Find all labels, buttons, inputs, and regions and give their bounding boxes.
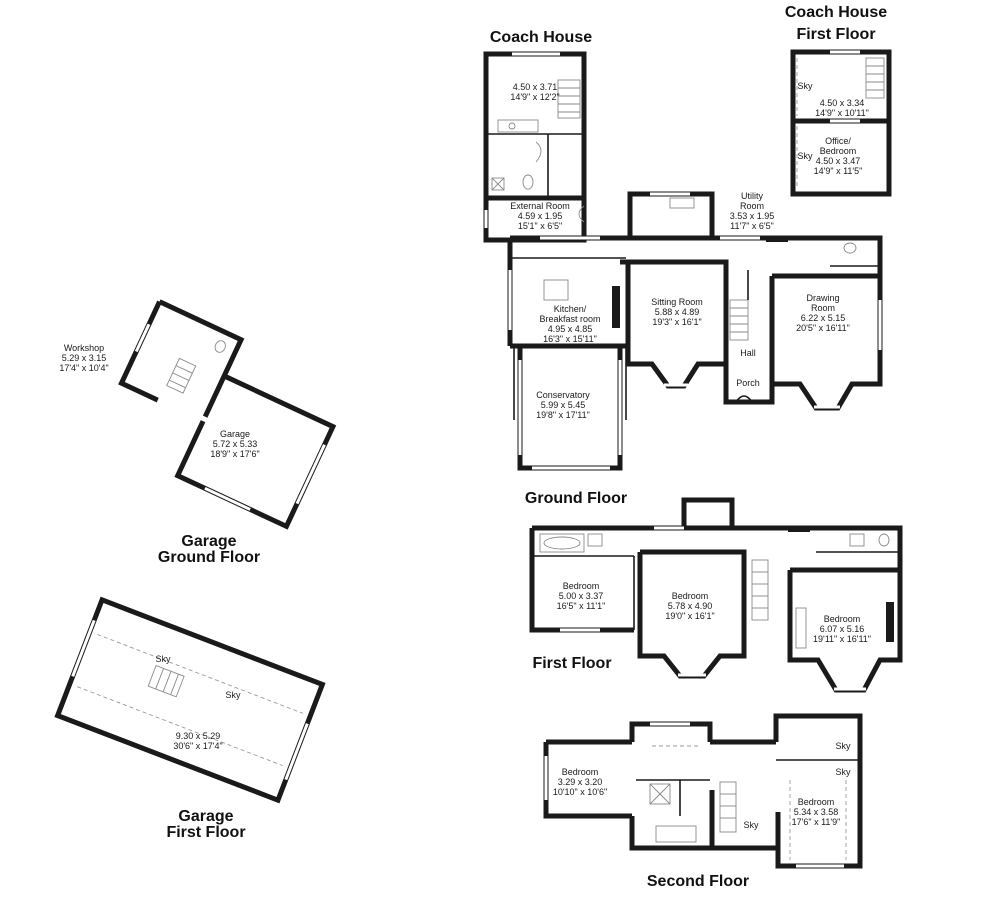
floor-title: First Floor [166, 824, 245, 841]
room-label: Conservatory [536, 390, 590, 400]
room-label: Utility [741, 191, 763, 201]
room-label: Bedroom [798, 797, 835, 807]
room-label: External Room [510, 201, 570, 211]
room-label: Breakfast room [539, 314, 600, 324]
floor-title: Ground Floor [158, 549, 260, 566]
second-floor-plan [543, 713, 863, 869]
room-label: 5.99 x 5.45 [541, 400, 586, 410]
ground-floor-plan [507, 191, 883, 471]
floor-title: Ground Floor [525, 490, 627, 507]
first-floor-plan [529, 497, 903, 693]
room-label: 19'0" x 16'1" [665, 611, 714, 621]
skylight-label: Sky [743, 820, 759, 830]
skylight-label: Sky [797, 81, 813, 91]
room-label: Drawing [806, 293, 839, 303]
room-label: Bedroom [563, 581, 600, 591]
room-label: 9.30 x 5.29 [176, 731, 221, 741]
room-label: Office/ [825, 136, 851, 146]
room-label: Porch [736, 378, 760, 388]
room-label: 4.50 x 3.34 [820, 98, 865, 108]
room-label: 10'10" x 10'6" [553, 787, 607, 797]
room-label: Room [740, 201, 764, 211]
skylight-label: Sky [155, 654, 171, 664]
room-label: 19'11" x 16'11" [813, 634, 871, 644]
room-label: 19'3" x 16'1" [652, 317, 701, 327]
room-label: 18'9" x 17'6" [210, 449, 259, 459]
skylight-label: Sky [835, 741, 851, 751]
room-label: 4.95 x 4.85 [548, 324, 593, 334]
skylight-label: Sky [835, 767, 851, 777]
room-label: Bedroom [824, 614, 861, 624]
floor-title: Garage [181, 533, 236, 550]
room-label: 5.34 x 3.58 [794, 807, 839, 817]
room-label: Kitchen/ [554, 304, 587, 314]
room-label: 5.78 x 4.90 [668, 601, 713, 611]
floor-title: Coach House [785, 4, 887, 21]
room-label: 17'6" x 11'9" [792, 817, 841, 827]
room-label: 16'5" x 11'1" [557, 601, 606, 611]
room-label: 5.88 x 4.89 [655, 307, 700, 317]
room-label: 6.07 x 5.16 [820, 624, 865, 634]
room-label: 5.72 x 5.33 [213, 439, 258, 449]
room-label: 14'9" x 12'2" [510, 92, 559, 102]
floor-title: First Floor [532, 655, 611, 672]
room-label: Sitting Room [651, 297, 703, 307]
garage-first-floor-plan [54, 596, 326, 804]
floor-title: First Floor [796, 26, 875, 43]
room-label: 5.00 x 3.37 [559, 591, 604, 601]
room-label: 3.53 x 1.95 [730, 211, 775, 221]
room-label: 20'5" x 16'11" [796, 323, 850, 333]
room-label: 16'3" x 15'11" [543, 334, 597, 344]
room-label: 14'9" x 10'11" [815, 108, 869, 118]
room-label: 30'6" x 17'4" [173, 741, 222, 751]
garage-ground-floor-plan [118, 299, 337, 530]
room-label: 4.50 x 3.47 [816, 156, 861, 166]
room-label: Bedroom [820, 146, 857, 156]
room-label: Hall [740, 348, 756, 358]
room-label: Bedroom [672, 591, 709, 601]
coach-house-first-floor-plan [790, 49, 892, 197]
room-label: Bedroom [562, 767, 599, 777]
floor-title: Coach House [490, 29, 592, 46]
room-label: 4.59 x 1.95 [518, 211, 563, 221]
room-label: Room [811, 303, 835, 313]
floor-title: Garage [178, 808, 233, 825]
room-label: Workshop [64, 343, 104, 353]
room-label: 11'7" x 6'5" [730, 221, 774, 231]
room-label: 3.29 x 3.20 [558, 777, 603, 787]
room-label: 17'4" x 10'4" [59, 363, 108, 373]
room-label: 14'9" x 11'5" [814, 166, 863, 176]
room-label: 4.50 x 3.71 [513, 82, 558, 92]
skylight-label: Sky [797, 151, 813, 161]
room-label: 15'1" x 6'5" [518, 221, 562, 231]
floor-title: Second Floor [647, 873, 749, 890]
room-label: Garage [220, 429, 250, 439]
room-label: 6.22 x 5.15 [801, 313, 846, 323]
room-label: 19'8" x 17'11" [536, 410, 590, 420]
room-label: 5.29 x 3.15 [62, 353, 107, 363]
skylight-label: Sky [225, 690, 241, 700]
